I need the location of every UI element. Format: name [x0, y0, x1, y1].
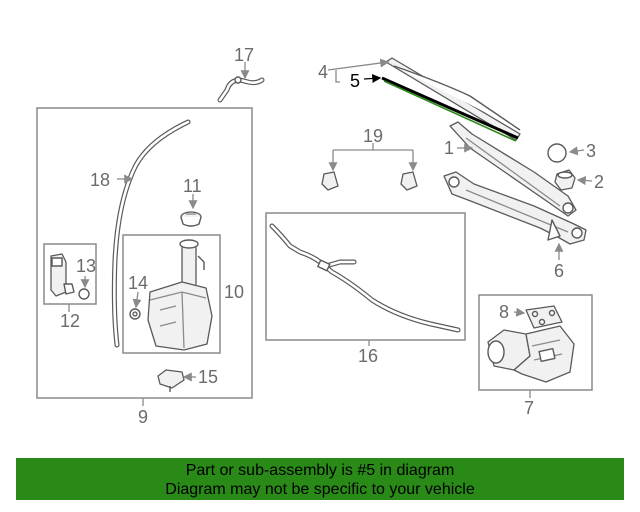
callout-12: 12 [60, 311, 80, 331]
washer-pump-12 [50, 253, 75, 297]
wiper-motor-7 [487, 325, 575, 383]
callout-7: 7 [524, 398, 534, 418]
callout-16: 16 [358, 346, 378, 366]
leader-lines [68, 58, 593, 406]
reservoir-group-box-10 [122, 234, 221, 354]
callout-13: 13 [76, 256, 96, 276]
grommet-14 [129, 308, 141, 320]
part-info-banner: Part or sub-assembly is #5 in diagram Di… [16, 458, 624, 500]
washer-hose-18 [111, 119, 191, 348]
callout-8: 8 [499, 302, 509, 322]
banner-line-disclaimer: Diagram may not be specific to your vehi… [165, 481, 475, 498]
pivot-cap-3 [547, 143, 567, 163]
pivot-nut-2 [554, 169, 576, 191]
callout-11: 11 [183, 176, 202, 196]
callout-5: 5 [350, 71, 360, 91]
washer-nozzle-15 [157, 369, 185, 392]
callout-14: 14 [128, 273, 148, 293]
washer-group-box-9 [36, 107, 253, 399]
callout-1: 1 [444, 138, 454, 158]
callout-18: 18 [90, 170, 110, 190]
callout-2: 2 [594, 172, 604, 192]
callout-10: 10 [224, 282, 244, 302]
hose-connector-17 [217, 76, 265, 103]
pump-group-box-12 [43, 243, 97, 305]
hose-assembly-16 [269, 223, 461, 333]
banner-line-part: Part or sub-assembly is #5 in diagram [185, 462, 455, 479]
wiper-blade-assembly-4 [385, 57, 521, 141]
wiper-linkage-6 [443, 171, 587, 245]
reservoir-cap-11 [180, 211, 202, 227]
washer-nozzles-19 [321, 171, 418, 191]
o-ring-13 [78, 288, 90, 300]
callout-9: 9 [138, 407, 148, 427]
callout-4: 4 [318, 62, 328, 82]
callout-6: 6 [554, 261, 564, 281]
callout-19: 19 [363, 126, 383, 146]
motor-group-box-7 [478, 294, 593, 391]
callout-17: 17 [234, 45, 254, 65]
wiper-refill-5 [381, 76, 519, 142]
washer-reservoir-10 [147, 239, 213, 351]
callout-3: 3 [586, 141, 596, 161]
motor-bracket-8 [525, 305, 563, 329]
wiper-arm-1 [449, 121, 577, 217]
callout-15: 15 [198, 367, 218, 387]
hose-group-box-16 [265, 212, 466, 341]
